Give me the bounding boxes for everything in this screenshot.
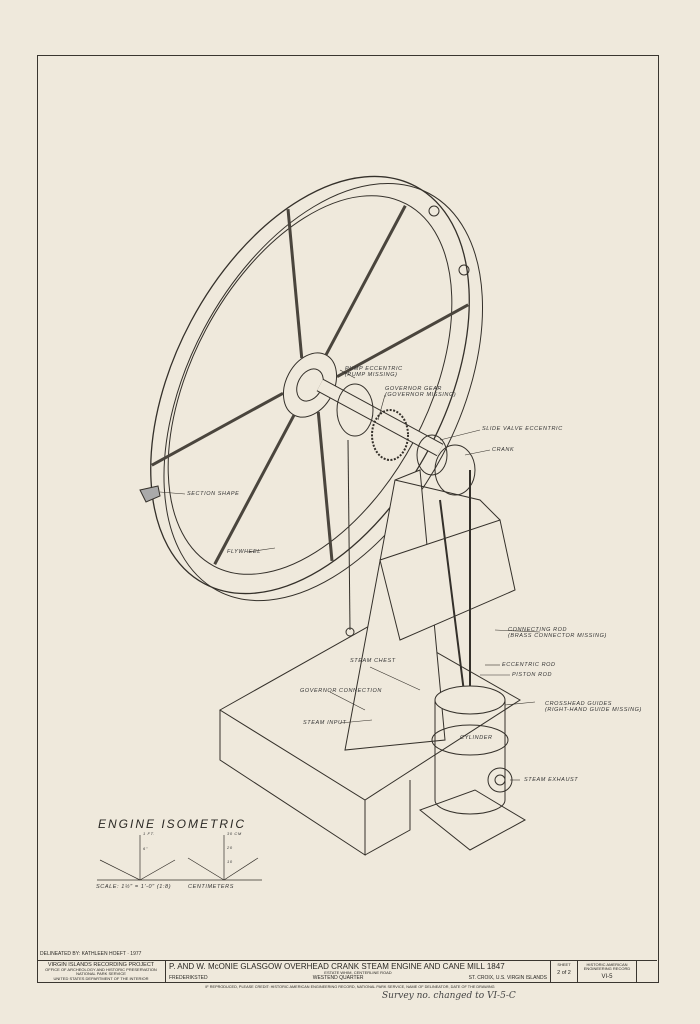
crankshaft (316, 378, 476, 496)
label-steam-input: STEAM INPUT (303, 720, 347, 726)
blank-cell (637, 961, 657, 982)
office: OFFICE OF ARCHEOLOGY AND HISTORIC PRESER… (45, 967, 157, 972)
label-crank: CRANK (492, 447, 515, 453)
label-crosshead-guides: CROSSHEAD GUIDES(RIGHT-HAND GUIDE MISSIN… (545, 701, 642, 713)
label-slide-valve-eccentric: SLIDE VALVE ECCENTRIC (482, 426, 563, 432)
label-steam-exhaust: STEAM EXHAUST (524, 777, 579, 783)
sheet-number: 2 of 2 (557, 970, 571, 977)
location: ST. CROIX, U.S. VIRGIN ISLANDS (468, 975, 547, 982)
scale-tick: 6" (143, 846, 148, 851)
label-connecting-rod: CONNECTING ROD(BRASS CONNECTOR MISSING) (508, 627, 607, 639)
handwritten-note: Survey no. changed to VI-5-C (382, 991, 516, 1001)
drawing-border (37, 55, 659, 983)
label-governor-connection: GOVERNOR CONNECTION (300, 688, 382, 694)
agency: NATIONAL PARK SERVICE (76, 971, 126, 977)
label-piston-rod: PISTON ROD (512, 672, 553, 678)
flywheel (150, 175, 484, 602)
scale-tick: 1 FT. (143, 831, 155, 836)
sheet-label: SHEET (557, 962, 571, 967)
quarter: WESTEND QUARTER (312, 975, 364, 982)
leader-lines (159, 369, 541, 781)
department: UNITED STATES DEPARTMENT OF THE INTERIOR (53, 975, 149, 981)
record-name: HISTORIC AMERICAN ENGINEERING RECORD (583, 962, 631, 972)
town: FREDERIKSTED (169, 975, 208, 982)
label-pump-eccentric: PUMP ECCENTRIC(PUMP MISSING) (345, 366, 403, 378)
scale-imperial: SCALE: 1½" = 1'-0" (1:8) (96, 884, 172, 890)
sheet-title: P. AND W. McONIE GLASGOW OVERHEAD CRANK … (169, 962, 505, 971)
delineated-by: DELINEATED BY: KATHLEEN HOEFT · 1977 (40, 951, 142, 957)
project-cell: VIRGIN ISLANDS RECORDING PROJECT OFFICE … (37, 961, 166, 982)
scale-metric: CENTIMETERS (188, 884, 235, 890)
scale-tick: 30 CM (227, 831, 242, 836)
label-eccentric-rod: ECCENTRIC ROD (502, 662, 556, 668)
project-name: VIRGIN ISLANDS RECORDING PROJECT (47, 961, 155, 968)
record-number: VI-5 (601, 973, 613, 980)
label-governor-gear: GOVERNOR GEAR(GOVERNOR MISSING) (385, 386, 457, 398)
record-cell: HISTORIC AMERICAN ENGINEERING RECORD VI-… (578, 961, 637, 982)
cylinder (418, 685, 527, 851)
estate: ESTATE WHIM, CENTERLINE ROAD (324, 970, 392, 975)
frame (344, 469, 516, 751)
label-section-shape: SECTION SHAPE (187, 491, 240, 497)
scale-tick: 10 (227, 859, 233, 864)
credit-line: IF REPRODUCED, PLEASE CREDIT: HISTORIC A… (205, 985, 495, 989)
label-steam-chest: STEAM CHEST (350, 658, 396, 664)
title-block: VIRGIN ISLANDS RECORDING PROJECT OFFICE … (37, 960, 657, 982)
title-cell: P. AND W. McONIE GLASGOW OVERHEAD CRANK … (166, 961, 551, 982)
label-cylinder: CYLINDER (460, 735, 493, 741)
scale-diagram (97, 835, 262, 881)
sheet-cell: SHEET 2 of 2 (551, 961, 578, 982)
flywheel-spokes (151, 205, 469, 565)
drawing-title: ENGINE ISOMETRIC (98, 817, 247, 831)
scale-tick: 20 (227, 845, 233, 850)
base (219, 619, 521, 856)
label-flywheel: FLYWHEEL (227, 549, 261, 555)
